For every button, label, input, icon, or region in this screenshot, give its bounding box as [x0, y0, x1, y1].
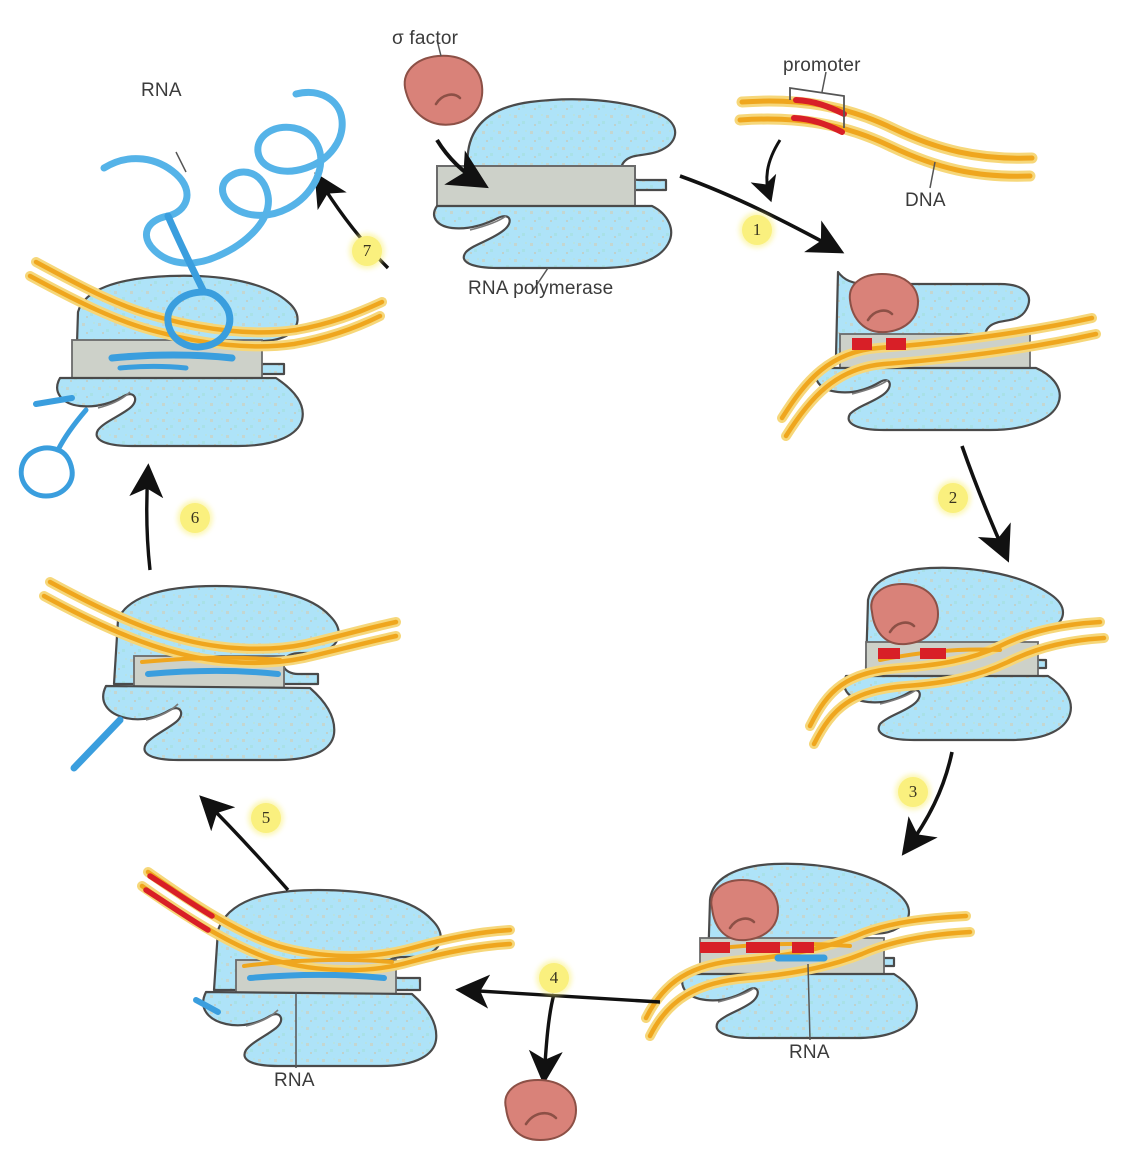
stage-closed-complex [777, 270, 1101, 441]
arrow-step-7 [314, 172, 390, 270]
arrow-step-6 [129, 463, 164, 571]
step-badge-2[interactable]: 2 [938, 483, 968, 513]
rna-label-elongation: RNA [274, 1070, 315, 1091]
sigma-factor-label: σ factor [392, 28, 459, 49]
step-badge-5[interactable]: 5 [251, 803, 281, 833]
stage-open-complex [805, 566, 1109, 749]
rna-label-initiation: RNA [789, 1042, 830, 1063]
arrow-step-5 [199, 795, 290, 892]
rna-polymerase-label: RNA polymerase [468, 278, 614, 299]
stage-elongation-late [39, 577, 401, 772]
stage-free-rna [100, 89, 346, 351]
promoter-label: promoter [783, 55, 861, 76]
arrow-step-2 [960, 445, 1011, 563]
sigma-factor-shape [403, 39, 489, 189]
dna-label: DNA [905, 190, 946, 211]
stage-termination [18, 257, 387, 499]
stage-initiation [641, 862, 975, 1041]
arrow-step-3 [901, 751, 954, 856]
step-badge-1[interactable]: 1 [742, 215, 772, 245]
stage-elongation-early [137, 867, 515, 1068]
arrow-step-4 [455, 974, 661, 1085]
stage-promoter-dna [734, 71, 1038, 189]
step-badge-6[interactable]: 6 [180, 503, 210, 533]
step-badge-4[interactable]: 4 [539, 963, 569, 993]
step-badge-3[interactable]: 3 [898, 777, 928, 807]
arrow-step-1 [679, 139, 845, 254]
released-sigma-factor [504, 1078, 578, 1142]
stage-free-polymerase [433, 98, 677, 293]
step-badge-7[interactable]: 7 [352, 236, 382, 266]
free-rna-label: RNA [141, 80, 182, 101]
